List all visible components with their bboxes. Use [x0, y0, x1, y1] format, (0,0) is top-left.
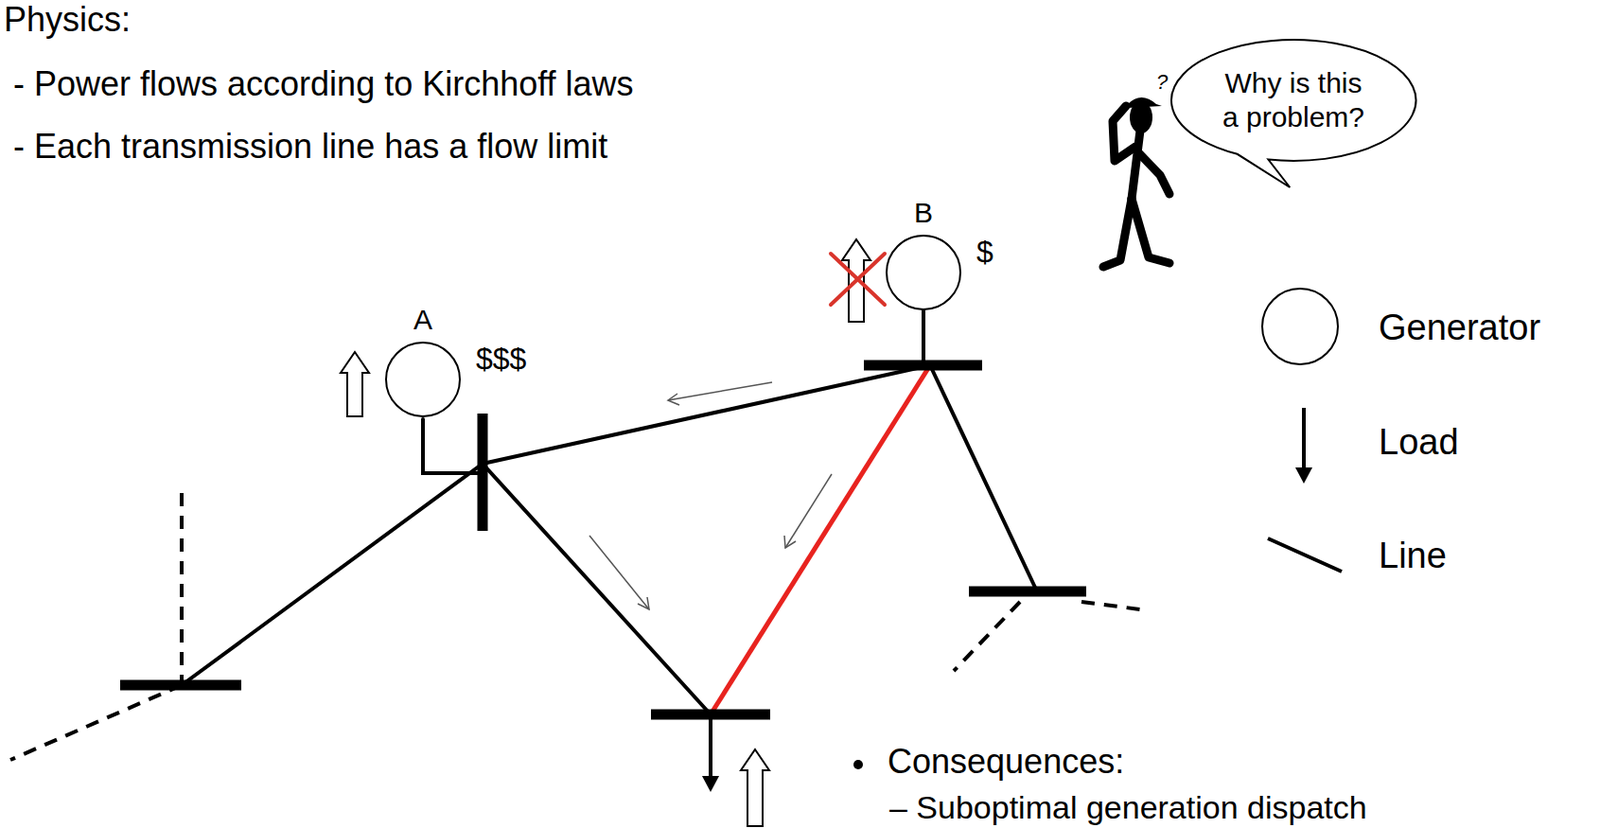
cost-label: $$$ [475, 341, 527, 377]
generator-name: A [413, 303, 433, 337]
congested-line [710, 365, 931, 715]
legend-text: Load [1378, 421, 1460, 464]
generator-circle: A$$$ [385, 341, 461, 418]
bullet-text: - Each transmission line has a flow limi… [13, 126, 608, 166]
speech-bubble: Why is this a problem? [1171, 39, 1417, 161]
legend-text: Line [1378, 535, 1447, 578]
generator-circle: B$ [885, 234, 962, 311]
generator-name: B [914, 196, 933, 230]
section-heading: Physics: [3, 0, 131, 39]
cost-label: $ [976, 234, 994, 270]
bullet-text: - Power flows according to Kirchhoff law… [13, 64, 634, 104]
bullet-text: – Suboptimal generation dispatch [889, 789, 1368, 827]
legend-text: Generator [1378, 307, 1541, 350]
bubble-text: Why is this a problem? [1213, 66, 1374, 135]
section-heading: Consequences: [887, 741, 1125, 781]
bubble-outline [1171, 39, 1417, 161]
legend-generator [1262, 288, 1338, 365]
question-mark: ? [1156, 70, 1168, 94]
generator-outline [885, 234, 962, 311]
generator-outline [385, 341, 461, 418]
